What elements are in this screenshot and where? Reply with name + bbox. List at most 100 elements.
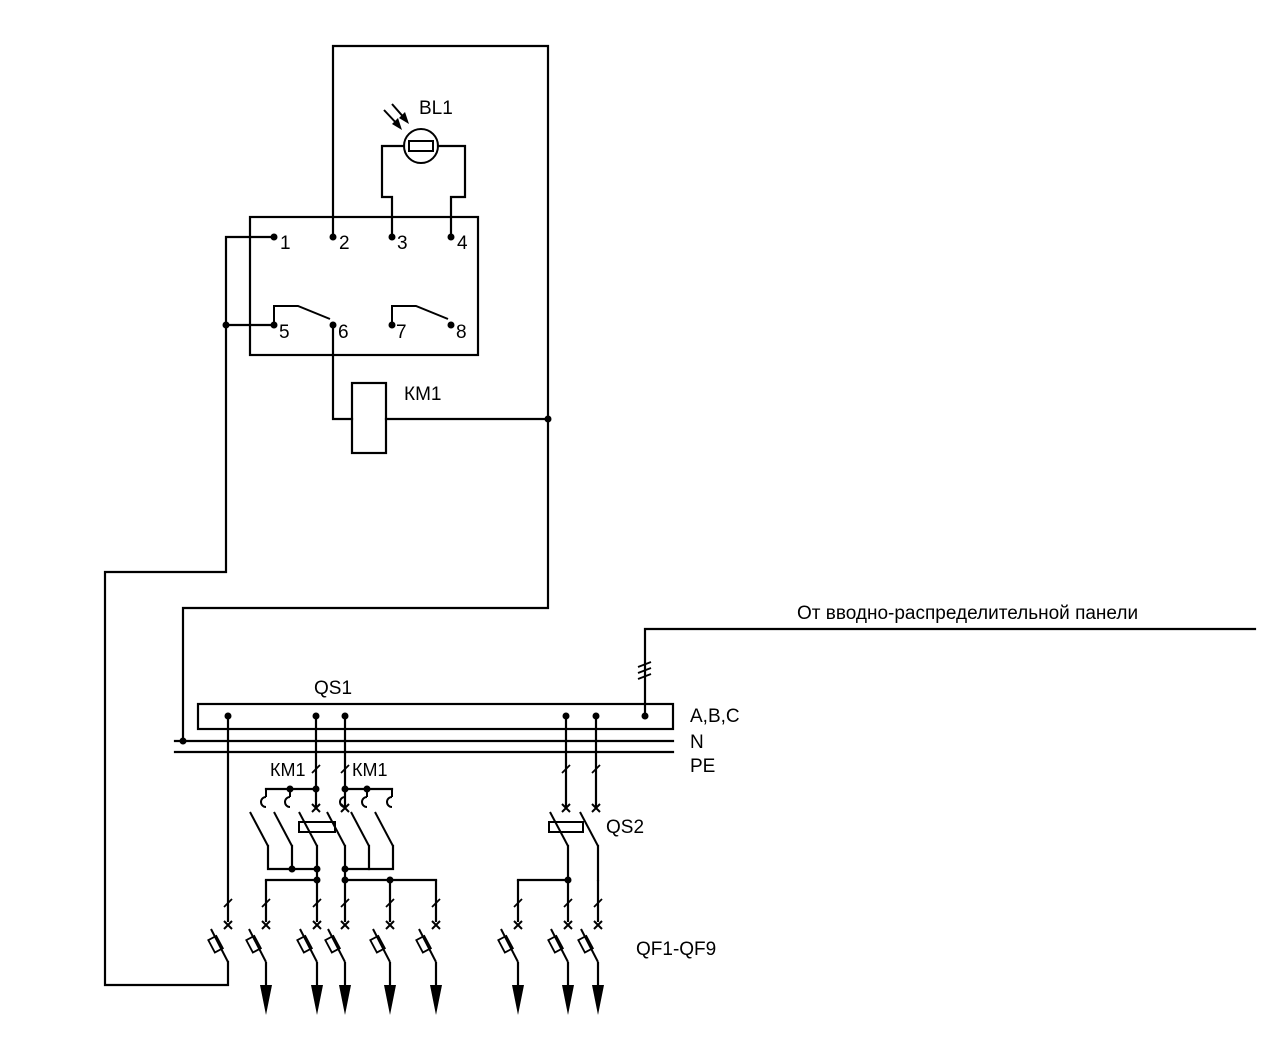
qs1-supply-terminal bbox=[641, 712, 649, 720]
photo-relay-block: 1 2 3 4 5 6 7 8 bbox=[248, 215, 480, 357]
qf1-blade bbox=[210, 928, 229, 963]
qf6-blade bbox=[418, 928, 437, 963]
qs2-feed-a-tick bbox=[561, 764, 571, 774]
breaker-qf8 bbox=[547, 880, 574, 1015]
breakers-qf1-qf9 bbox=[207, 716, 604, 1015]
neutral-label: N bbox=[690, 732, 704, 753]
qf1-x-mark bbox=[223, 920, 233, 930]
contactor-coil: КМ1 bbox=[331, 323, 550, 455]
qf3-trip-element bbox=[296, 934, 314, 954]
qf2-output-arrow bbox=[260, 985, 272, 1015]
qf7-x-mark bbox=[513, 920, 523, 930]
km1-lower-wire-6 bbox=[367, 844, 395, 871]
km1-lower-jumper-right bbox=[343, 844, 371, 871]
control-wiring bbox=[103, 44, 552, 987]
breaker-qf5 bbox=[369, 880, 396, 1015]
km1-blade-2 bbox=[273, 811, 293, 847]
coil-wire-from-terminal-6 bbox=[331, 323, 354, 421]
junction-coil-neutral bbox=[544, 415, 552, 423]
bus-lines: A,B,C N PE bbox=[173, 706, 740, 777]
terminal-3-label: 3 bbox=[397, 233, 408, 254]
km1-lower-junction-2 bbox=[313, 865, 321, 873]
qs2-x-mark-2 bbox=[591, 803, 601, 813]
qf2-tick bbox=[261, 898, 271, 908]
qf5-blade bbox=[372, 928, 391, 963]
qf2-blade bbox=[248, 928, 267, 963]
pe-label: PE bbox=[690, 756, 715, 777]
km1-blade-3 bbox=[298, 811, 318, 847]
qf1-trip-element bbox=[207, 934, 225, 954]
qf7-output-arrow bbox=[512, 985, 524, 1015]
qf9-output-arrow bbox=[592, 985, 604, 1015]
km1-x-mark-2 bbox=[340, 803, 350, 813]
qf6-output-arrow bbox=[430, 985, 442, 1015]
terminal-6-label: 6 bbox=[338, 322, 349, 343]
qf8-output-arrow bbox=[562, 985, 574, 1015]
km1-feed-a-tick bbox=[311, 764, 321, 774]
breaker-qf4 bbox=[324, 880, 351, 1015]
qs2-mechanical-link bbox=[548, 821, 584, 833]
photo-sensor-label: BL1 bbox=[419, 98, 453, 119]
supply-phase-tick-3 bbox=[637, 673, 652, 680]
km1-contact-arc-5 bbox=[386, 789, 393, 808]
qf7-tick bbox=[513, 898, 523, 908]
breaker-qf7 bbox=[497, 880, 524, 1015]
phases-label: A,B,C bbox=[690, 706, 740, 727]
qf3-output-arrow bbox=[311, 985, 323, 1015]
qf6-x-mark bbox=[431, 920, 441, 930]
terminal-8-label: 8 bbox=[456, 322, 467, 343]
supply-feed: От вводно-распределительной панели bbox=[637, 603, 1257, 717]
coil-body bbox=[350, 381, 388, 455]
km1-lower-jumper-left bbox=[266, 844, 318, 871]
qf4-blade bbox=[327, 928, 346, 963]
light-ray-1-arrowhead bbox=[392, 118, 402, 130]
qf5-x-mark bbox=[385, 920, 395, 930]
qf5-tick bbox=[385, 898, 395, 908]
main-switch-qs1: QS1 bbox=[196, 678, 675, 731]
qf4-output-arrow bbox=[339, 985, 351, 1015]
breaker-qf3 bbox=[296, 880, 323, 1015]
km1-contact-label-right: КМ1 bbox=[352, 760, 388, 780]
km1-contact-arc-1 bbox=[260, 789, 267, 808]
neutral-control-wire bbox=[181, 44, 550, 743]
qf2-x-mark bbox=[261, 920, 271, 930]
qs2-feed-b-tick bbox=[591, 764, 601, 774]
qf4-x-mark bbox=[340, 920, 350, 930]
breakers-label: QF1-QF9 bbox=[636, 939, 716, 960]
photo-sensor-element bbox=[408, 140, 434, 152]
breaker-qf2 bbox=[245, 880, 272, 1015]
qf7-blade bbox=[500, 928, 519, 963]
qf1-tick bbox=[223, 898, 233, 908]
photo-sensor: BL1 bbox=[380, 98, 467, 239]
supply-phase-tick-1 bbox=[637, 661, 652, 668]
km1-contact-label-left: КМ1 bbox=[270, 760, 306, 780]
qs1-phase-bus bbox=[196, 702, 675, 731]
km1-x-mark-1 bbox=[311, 803, 321, 813]
qf2-trip-element bbox=[245, 934, 263, 954]
km1-blade-6 bbox=[374, 811, 394, 847]
qf5-trip-element bbox=[369, 934, 387, 954]
km1-junction-left-top bbox=[312, 785, 320, 793]
qs2-blade-1 bbox=[549, 811, 569, 847]
breaker-qf1 bbox=[207, 716, 233, 963]
qf4-tick bbox=[340, 898, 350, 908]
breaker-qf9 bbox=[577, 880, 604, 1015]
qf3-x-mark bbox=[312, 920, 322, 930]
qf8-blade bbox=[550, 928, 569, 963]
terminal-2-label: 2 bbox=[339, 233, 350, 254]
terminal-4-label: 4 bbox=[457, 233, 468, 254]
contactor-power-contacts: КМ1 КМ1 bbox=[249, 714, 438, 884]
qs2-label: QS2 bbox=[606, 817, 644, 838]
qf4-trip-element bbox=[324, 934, 342, 954]
km1-feed-b-tick bbox=[340, 764, 350, 774]
qf9-x-mark bbox=[593, 920, 603, 930]
km1-lower-junction-3 bbox=[341, 865, 349, 873]
supply-label: От вводно-распределительной панели bbox=[797, 603, 1138, 624]
qs1-label: QS1 bbox=[314, 678, 352, 699]
relay-contact-5-6 bbox=[273, 305, 331, 325]
relay-contact-7-8 bbox=[391, 305, 449, 325]
km1-lower-junction-1 bbox=[288, 865, 296, 873]
qf7-trip-element bbox=[497, 934, 515, 954]
km1-blade-5 bbox=[350, 811, 370, 847]
